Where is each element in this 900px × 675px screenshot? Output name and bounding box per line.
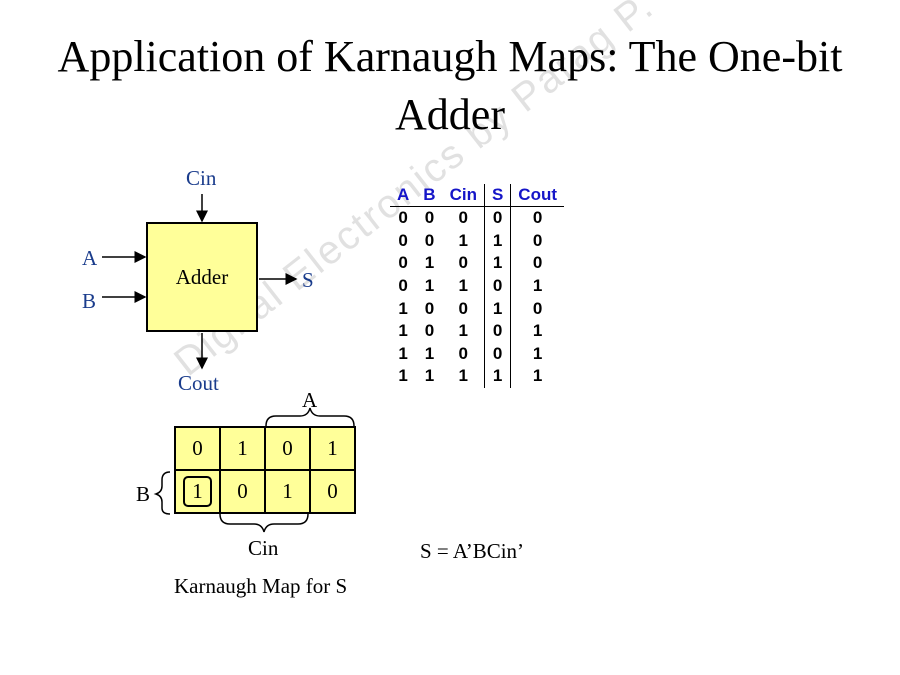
table-cell: 1 (458, 276, 468, 296)
kmap-cell: 1 (220, 427, 265, 470)
truth-table-header: A B Cin S Cout (390, 184, 565, 207)
cin-input-label: Cin (186, 166, 217, 190)
kmap-cell: 1 (175, 470, 220, 513)
table-cell: 1 (458, 366, 468, 386)
table-cell: 1 (483, 252, 511, 275)
kmap-cell: 1 (265, 470, 310, 513)
sum-equation: S = A’BCin’ (420, 539, 525, 563)
table-cell: 1 (458, 230, 468, 250)
kmap-cell: 0 (265, 427, 310, 470)
b-input-label: B (82, 289, 97, 313)
table-cell: 0 (398, 230, 408, 250)
table-cell: 1 (458, 321, 468, 341)
cout-output-label: Cout (178, 371, 219, 395)
table-cell: 1 (510, 319, 565, 343)
s-output-label: S (302, 268, 314, 292)
kmap-cell-value: 1 (183, 476, 212, 507)
table-cell: 1 (424, 276, 435, 296)
table-cell: 1 (424, 253, 435, 273)
brace-a (265, 407, 355, 427)
table-cell: 1 (424, 343, 435, 363)
table-cell: 0 (458, 208, 468, 228)
header-b: B (423, 185, 436, 204)
table-cell: 1 (483, 297, 511, 320)
table-cell: 1 (398, 366, 408, 386)
table-cell: 1 (483, 229, 511, 253)
table-cell: 0 (398, 253, 408, 273)
kmap-cin-label: Cin (248, 536, 279, 560)
table-cell: 0 (510, 206, 565, 230)
table-cell: 0 (398, 208, 408, 228)
table-cell: 1 (510, 342, 565, 366)
table-cell: 0 (510, 229, 565, 253)
kmap-cell-value: 1 (237, 436, 248, 460)
table-cell: 0 (458, 343, 468, 363)
table-cell: 1 (398, 298, 408, 318)
table-cell: 1 (424, 366, 435, 386)
table-cell: 1 (510, 365, 565, 388)
kmap-cell: 0 (175, 427, 220, 470)
brace-cin (219, 513, 309, 533)
kmap-cell-value: 0 (282, 436, 293, 460)
header-cout: Cout (510, 184, 565, 207)
table-cell: 0 (458, 253, 468, 273)
kmap-b-label: B (136, 482, 151, 506)
table-cell: 0 (483, 319, 511, 343)
adder-block: Adder (146, 222, 258, 332)
table-cell: 1 (483, 365, 511, 388)
table-cell: 0 (424, 230, 435, 250)
table-cell: 0 (510, 297, 565, 320)
kmap-a-label: A (302, 388, 318, 412)
kmap-cell: 1 (310, 427, 355, 470)
brace-b (153, 471, 171, 515)
table-cell: 1 (398, 343, 408, 363)
table-cell: 0 (398, 276, 408, 296)
kmap-cell-value: 1 (282, 479, 293, 503)
kmap-cell-value: 0 (192, 436, 203, 460)
kmap-cell: 0 (310, 470, 355, 513)
header-a: A (397, 185, 410, 204)
table-cell: 0 (483, 206, 511, 230)
slide-title: Application of Karnaugh Maps: The One-bi… (57, 32, 843, 139)
adder-block-label: Adder (175, 264, 229, 289)
kmap-cell-value: 1 (327, 436, 338, 460)
karnaugh-map: 0 1 0 1 1 0 1 0 (174, 426, 356, 514)
a-input-label: A (82, 246, 98, 270)
header-s: S (483, 184, 511, 207)
kmap-cell-value: 0 (237, 479, 248, 503)
table-cell: 0 (458, 298, 468, 318)
kmap-caption: Karnaugh Map for S (174, 574, 348, 598)
kmap-cell-value: 0 (327, 479, 338, 503)
table-cell: 0 (424, 298, 435, 318)
table-cell: 1 (510, 274, 565, 298)
table-cell: 0 (424, 208, 435, 228)
table-cell: 0 (510, 252, 565, 275)
table-cell: 0 (424, 321, 435, 341)
table-cell: 1 (398, 321, 408, 341)
table-cell: 0 (483, 274, 511, 298)
table-cell: 0 (483, 342, 511, 366)
kmap-cell: 0 (220, 470, 265, 513)
header-cin: Cin (449, 185, 477, 204)
